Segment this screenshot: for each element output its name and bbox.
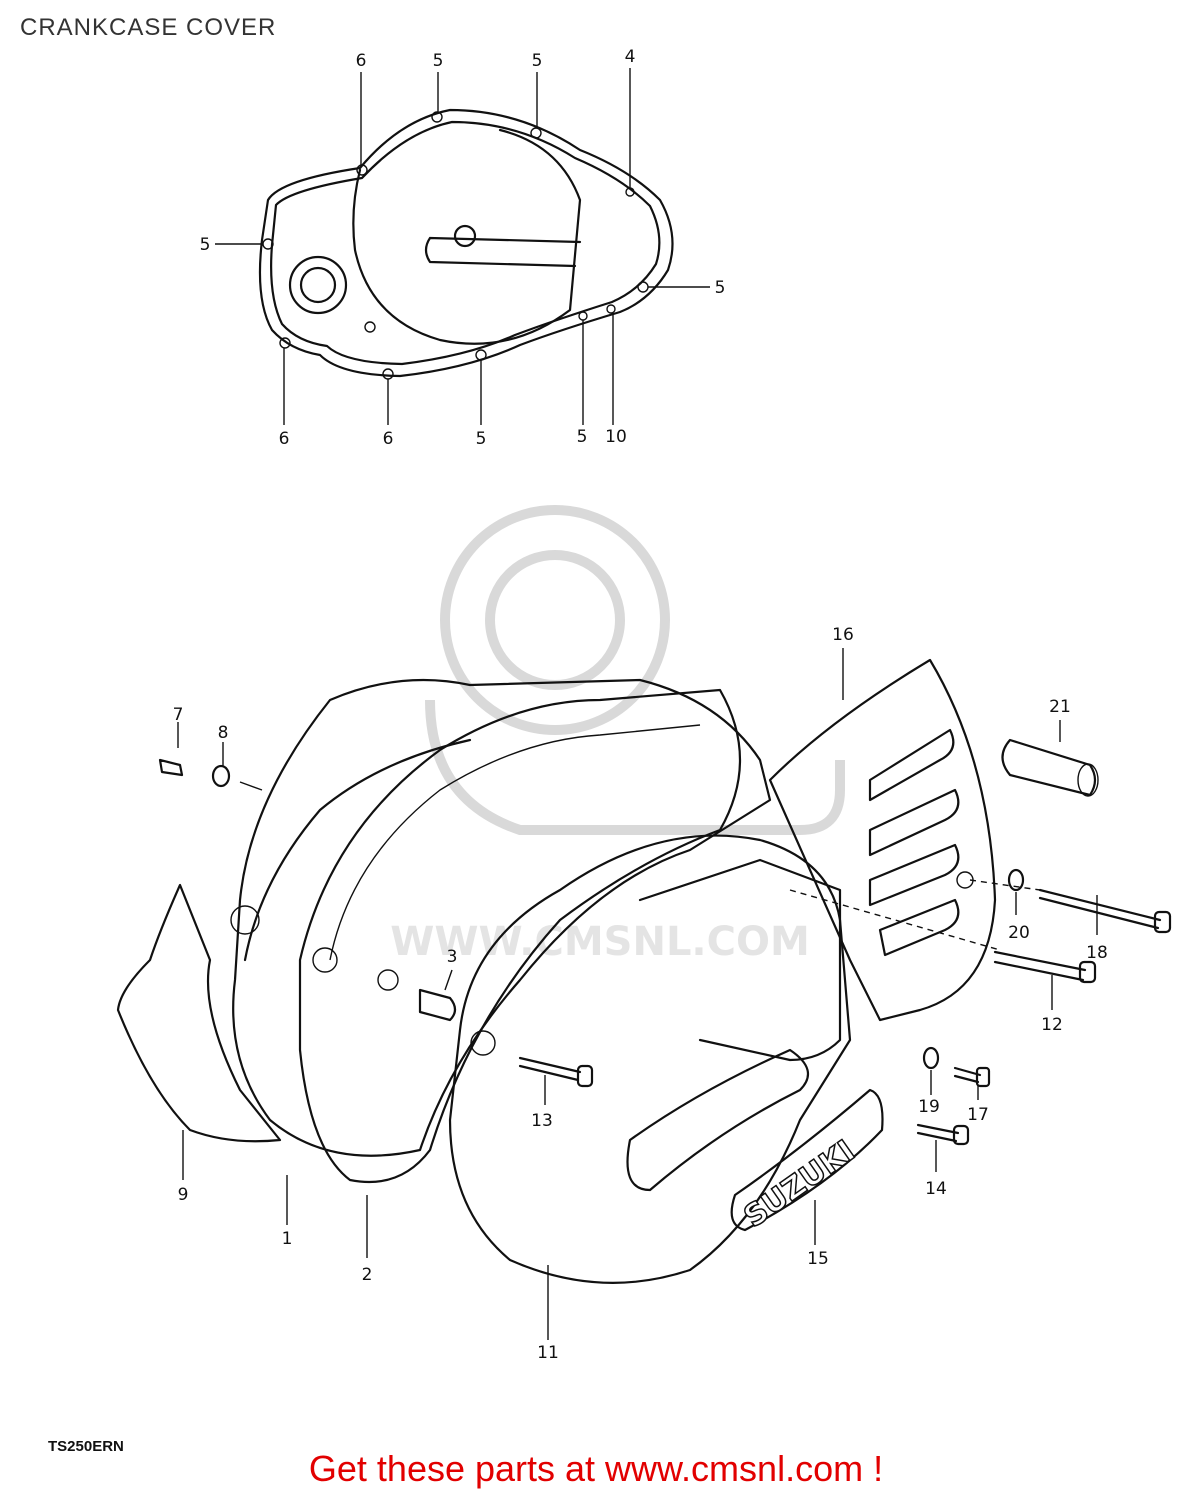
callout-label: 15 (807, 1249, 829, 1269)
callout-label: 14 (925, 1179, 947, 1199)
page-title: CRANKCASE COVER (20, 14, 277, 41)
bottom-exploded-assembly-drawing: SUZUKI (116, 648, 1172, 1340)
callout-label: 19 (918, 1097, 940, 1117)
callout-label: 5 (476, 429, 487, 449)
callout-label: 1 (282, 1229, 293, 1249)
callout-label: 7 (173, 705, 184, 725)
callout-label: 18 (1086, 943, 1108, 963)
callout-label: 12 (1041, 1015, 1063, 1035)
callout-label: 6 (356, 51, 367, 71)
cta-link-text[interactable]: Get these parts at www.cmsnl.com ! (308, 1448, 884, 1489)
callout-label: 5 (200, 235, 211, 255)
callout-label: 5 (715, 278, 726, 298)
callout-label: 3 (447, 947, 458, 967)
callout-label: 13 (531, 1111, 553, 1131)
callout-label: 11 (537, 1343, 559, 1363)
callout-label: 20 (1008, 923, 1030, 943)
watermark-logo: WWW.CMSNL.COM (390, 505, 845, 965)
callout-label: 16 (832, 625, 854, 645)
model-code: TS250ERN (48, 1438, 124, 1455)
callout-label: 8 (218, 723, 229, 743)
callout-label: 10 (605, 427, 627, 447)
watermark-text: WWW.CMSNL.COM (390, 919, 810, 965)
callout-label: 9 (178, 1185, 189, 1205)
callout-label: 17 (967, 1105, 989, 1125)
bolt-18 (1038, 888, 1162, 930)
callout-label: 5 (532, 51, 543, 71)
callout-label: 6 (279, 429, 290, 449)
callout-label: 2 (362, 1265, 373, 1285)
callout-label: 5 (433, 51, 444, 71)
callout-label: 21 (1049, 697, 1071, 717)
top-crankcase-cover-drawing (215, 68, 710, 425)
callout-label: 6 (383, 429, 394, 449)
callout-label: 4 (625, 47, 636, 67)
callout-label: 5 (577, 427, 588, 447)
